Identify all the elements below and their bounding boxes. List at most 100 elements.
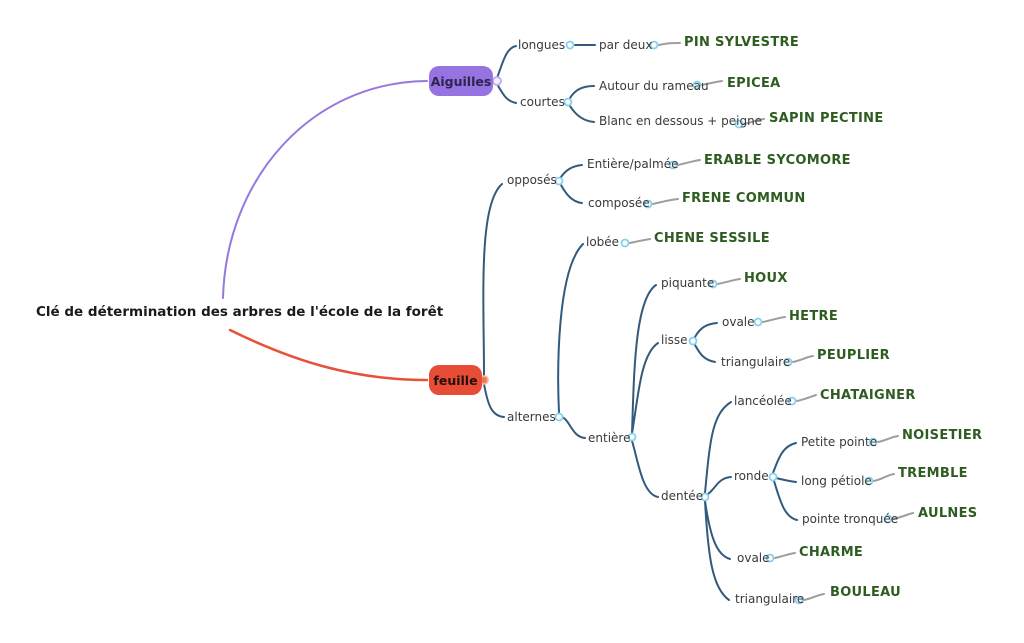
- node-aiguilles[interactable]: Aiguilles: [429, 66, 493, 96]
- link-sapin-pectine: [743, 118, 765, 125]
- branch-ronde[interactable]: ronde: [734, 469, 769, 483]
- leaf-erable-sycomore[interactable]: ERABLE SYCOMORE: [704, 153, 851, 168]
- link-peuplier: [792, 355, 814, 363]
- leaf-aulnes[interactable]: AULNES: [918, 506, 978, 521]
- edge-alternes-entiere: [561, 416, 586, 439]
- leaf-pin-sylvestre[interactable]: PIN SYLVESTRE: [684, 35, 800, 50]
- dot-lanceolee[interactable]: [787, 396, 797, 406]
- dot-dentee[interactable]: [700, 492, 710, 502]
- branch-petite-pointe[interactable]: Petite pointe: [801, 435, 878, 449]
- branch-dentee[interactable]: dentée: [661, 489, 704, 503]
- link-frene-commun: [652, 198, 679, 205]
- edge-entiere-piquante: [631, 284, 657, 434]
- branch-par-deux[interactable]: par deux: [599, 38, 653, 52]
- branch-entiere-palmee[interactable]: Entière/palmée: [587, 157, 679, 171]
- dot-triangulaire-dentee[interactable]: [794, 595, 804, 605]
- branch-ovale-dentee[interactable]: ovale: [737, 551, 770, 565]
- branch-ovale-lisse[interactable]: ovale: [722, 315, 755, 329]
- link-noisetier: [877, 435, 899, 443]
- link-chataigner: [796, 394, 817, 402]
- root-title[interactable]: Clé de détermination des arbres de l'éco…: [36, 304, 444, 320]
- branch-alternes[interactable]: alternes: [507, 410, 556, 424]
- branch-blanc-en-dessous[interactable]: Blanc en dessous + peigne: [599, 114, 763, 128]
- dot-triangulaire-lisse[interactable]: [783, 357, 793, 367]
- branch-pointe-tronquee[interactable]: pointe tronquée: [802, 512, 899, 526]
- edge-ronde-pointetronquee: [773, 480, 798, 521]
- dot-ovale-lisse[interactable]: [753, 317, 763, 327]
- leaf-chataigner[interactable]: CHATAIGNER: [820, 388, 916, 403]
- link-houx: [717, 278, 741, 285]
- branch-courtes[interactable]: courtes: [520, 95, 565, 109]
- dot-lobee[interactable]: [620, 238, 630, 248]
- link-epicea: [701, 80, 723, 86]
- edge-lisse-triangulaire: [694, 344, 716, 363]
- leaf-peuplier[interactable]: PEUPLIER: [817, 348, 890, 363]
- link-pin-sylvestre: [658, 42, 681, 46]
- branch-piquante[interactable]: piquante: [661, 276, 715, 290]
- dot-ronde[interactable]: [768, 472, 778, 482]
- dot-longues[interactable]: [565, 40, 575, 50]
- branch-composee[interactable]: composée: [588, 196, 650, 210]
- dot-opposes[interactable]: [554, 176, 564, 186]
- edge-dentee-ronde: [707, 476, 732, 495]
- dot-composee[interactable]: [643, 199, 653, 209]
- branch-triangulaire-lisse[interactable]: triangulaire: [721, 355, 791, 369]
- leaf-charme[interactable]: CHARME: [799, 545, 864, 560]
- edge-courtes-blanc: [569, 105, 595, 123]
- branch-triangulaire-dentee[interactable]: triangulaire: [735, 592, 805, 606]
- dot-entiere[interactable]: [627, 432, 637, 442]
- leaf-tremble[interactable]: TREMBLE: [898, 466, 968, 481]
- link-tremble: [873, 473, 895, 482]
- link-charme: [774, 552, 796, 559]
- dot-pointe-tronquee[interactable]: [883, 514, 893, 524]
- leaf-chene-sessile[interactable]: CHENE SESSILE: [654, 231, 770, 246]
- leaf-hetre[interactable]: HETRE: [789, 309, 839, 324]
- branch-autour-du-rameau[interactable]: Autour du rameau: [599, 79, 709, 93]
- aiguilles-node-dot[interactable]: [492, 76, 502, 86]
- dot-lisse[interactable]: [688, 336, 698, 346]
- leaf-frene-commun[interactable]: FRENE COMMUN: [682, 191, 806, 206]
- edge-root-aiguilles: [222, 80, 428, 299]
- leaf-sapin-pectine[interactable]: SAPIN PECTINE: [769, 111, 884, 126]
- dot-long-petiole[interactable]: [864, 476, 874, 486]
- link-chene-sessile: [629, 238, 651, 244]
- branch-entiere[interactable]: entière: [588, 431, 631, 445]
- edge-ronde-longpetiole: [775, 477, 797, 483]
- edge-dentee-triangulaire: [704, 500, 730, 601]
- dot-alternes[interactable]: [554, 412, 564, 422]
- edge-entiere-dentee: [631, 440, 659, 498]
- leaf-epicea[interactable]: EPICEA: [727, 76, 781, 91]
- node-feuille[interactable]: feuille: [429, 365, 482, 395]
- edge-feuille-opposes: [482, 183, 503, 377]
- edge-opposes-entierepalmee: [560, 164, 583, 178]
- edge-entiere-lisse: [631, 342, 659, 434]
- edge-opposes-composee: [560, 184, 583, 204]
- leaf-bouleau[interactable]: BOULEAU: [830, 585, 901, 600]
- branch-lisse[interactable]: lisse: [661, 333, 688, 347]
- edge-courtes-autour: [569, 85, 595, 99]
- branch-long-petiole[interactable]: long pétiole: [801, 474, 872, 488]
- link-aulnes: [892, 512, 914, 520]
- branch-lanceolee[interactable]: lancéolée: [734, 394, 792, 408]
- dot-piquante[interactable]: [708, 279, 718, 289]
- link-erable-sycomore: [677, 159, 701, 166]
- dot-autour-du-rameau[interactable]: [692, 80, 702, 90]
- edge-alternes-lobee: [557, 243, 584, 414]
- link-bouleau: [803, 593, 825, 601]
- branch-lobee[interactable]: lobée: [586, 235, 620, 249]
- branch-longues[interactable]: longues: [518, 38, 566, 52]
- dot-petite-pointe[interactable]: [868, 437, 878, 447]
- dot-courtes[interactable]: [563, 97, 573, 107]
- leaf-noisetier[interactable]: NOISETIER: [902, 428, 983, 443]
- link-hetre: [762, 316, 786, 323]
- dot-ovale-dentee[interactable]: [765, 553, 775, 563]
- edge-root-feuille: [228, 328, 429, 382]
- branch-opposes[interactable]: opposés: [507, 173, 557, 187]
- leaf-houx[interactable]: HOUX: [744, 271, 788, 286]
- edge-lisse-ovale: [694, 322, 718, 338]
- dot-entiere-palmee[interactable]: [668, 160, 678, 170]
- edge-aiguilles-longues: [496, 45, 517, 79]
- dot-blanc-en-dessous[interactable]: [734, 119, 744, 129]
- dot-par-deux[interactable]: [649, 40, 659, 50]
